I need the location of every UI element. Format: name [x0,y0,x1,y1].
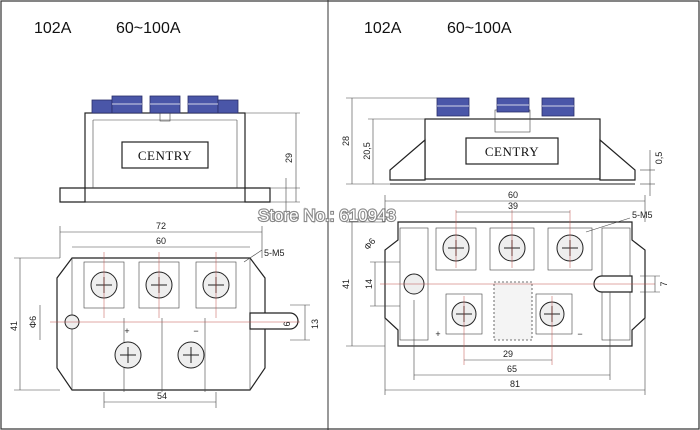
right-side-view: CENTRY 28 20,5 0,5 [341,97,664,196]
left-model-label: 102A [34,20,72,37]
left-side-bolts [91,95,239,114]
left-dim-54: 54 [157,391,167,401]
right-screw-spec: 5-M5 [632,210,653,220]
left-top-view: + − 72 60 5-M5 41 Φ6 13 6 54 [9,221,320,408]
right-top-view: + − 60 39 5-M5 Φ6 41 14 7 29 65 [341,190,669,395]
left-flange-right [244,187,271,203]
right-current-range: 60~100A [447,20,512,37]
left-dim-height: 29 [284,153,294,163]
right-side-bolts [436,97,575,117]
right-minus-sign: − [577,329,582,339]
left-brand-label: CENTRY [138,148,192,163]
watermark: Store No.: 610943 [257,205,397,226]
right-panel: 102A 60~100A CENTRY 28 20,5 0,5 [257,20,669,395]
right-dim-41: 41 [341,279,351,289]
right-dim-39: 39 [508,201,518,211]
left-side-view: CENTRY 29 [59,95,300,212]
right-brand-plate [465,137,559,165]
left-dim-60: 60 [156,236,166,246]
left-plus-sign: + [124,326,129,336]
right-side-wing-right [599,138,636,181]
right-dim-29: 29 [503,349,513,359]
left-dim-phi6: Φ6 [28,316,38,328]
right-dim-0-5: 0,5 [654,152,664,165]
left-screw-spec: 5-M5 [264,248,285,258]
right-dim-65: 65 [507,364,517,374]
right-plus-sign: + [435,329,440,339]
right-dim-20-5: 20,5 [362,142,372,160]
right-model-label: 102A [364,20,402,37]
right-center-insert [493,281,533,341]
left-dim-41: 41 [9,321,19,331]
right-dim-14: 14 [364,279,374,289]
right-dim-60: 60 [508,190,518,200]
left-dim-13: 13 [310,319,320,329]
left-dim-72: 72 [156,221,166,231]
right-dim-81: 81 [510,379,520,389]
left-current-range: 60~100A [116,20,181,37]
left-dim-6: 6 [282,321,292,326]
left-flange-left [59,187,86,203]
watermark-text: Store No.: 610943 [258,206,396,225]
right-dim-phi6: Φ6 [362,236,377,252]
right-dim-28: 28 [341,136,351,146]
left-brand-plate [121,141,209,169]
right-side-wing-left [389,138,426,181]
left-panel: 102A 60~100A CENTRY [9,20,320,408]
right-brand-label: CENTRY [485,144,539,159]
right-dim-7: 7 [659,281,669,286]
left-minus-sign: − [193,326,198,336]
